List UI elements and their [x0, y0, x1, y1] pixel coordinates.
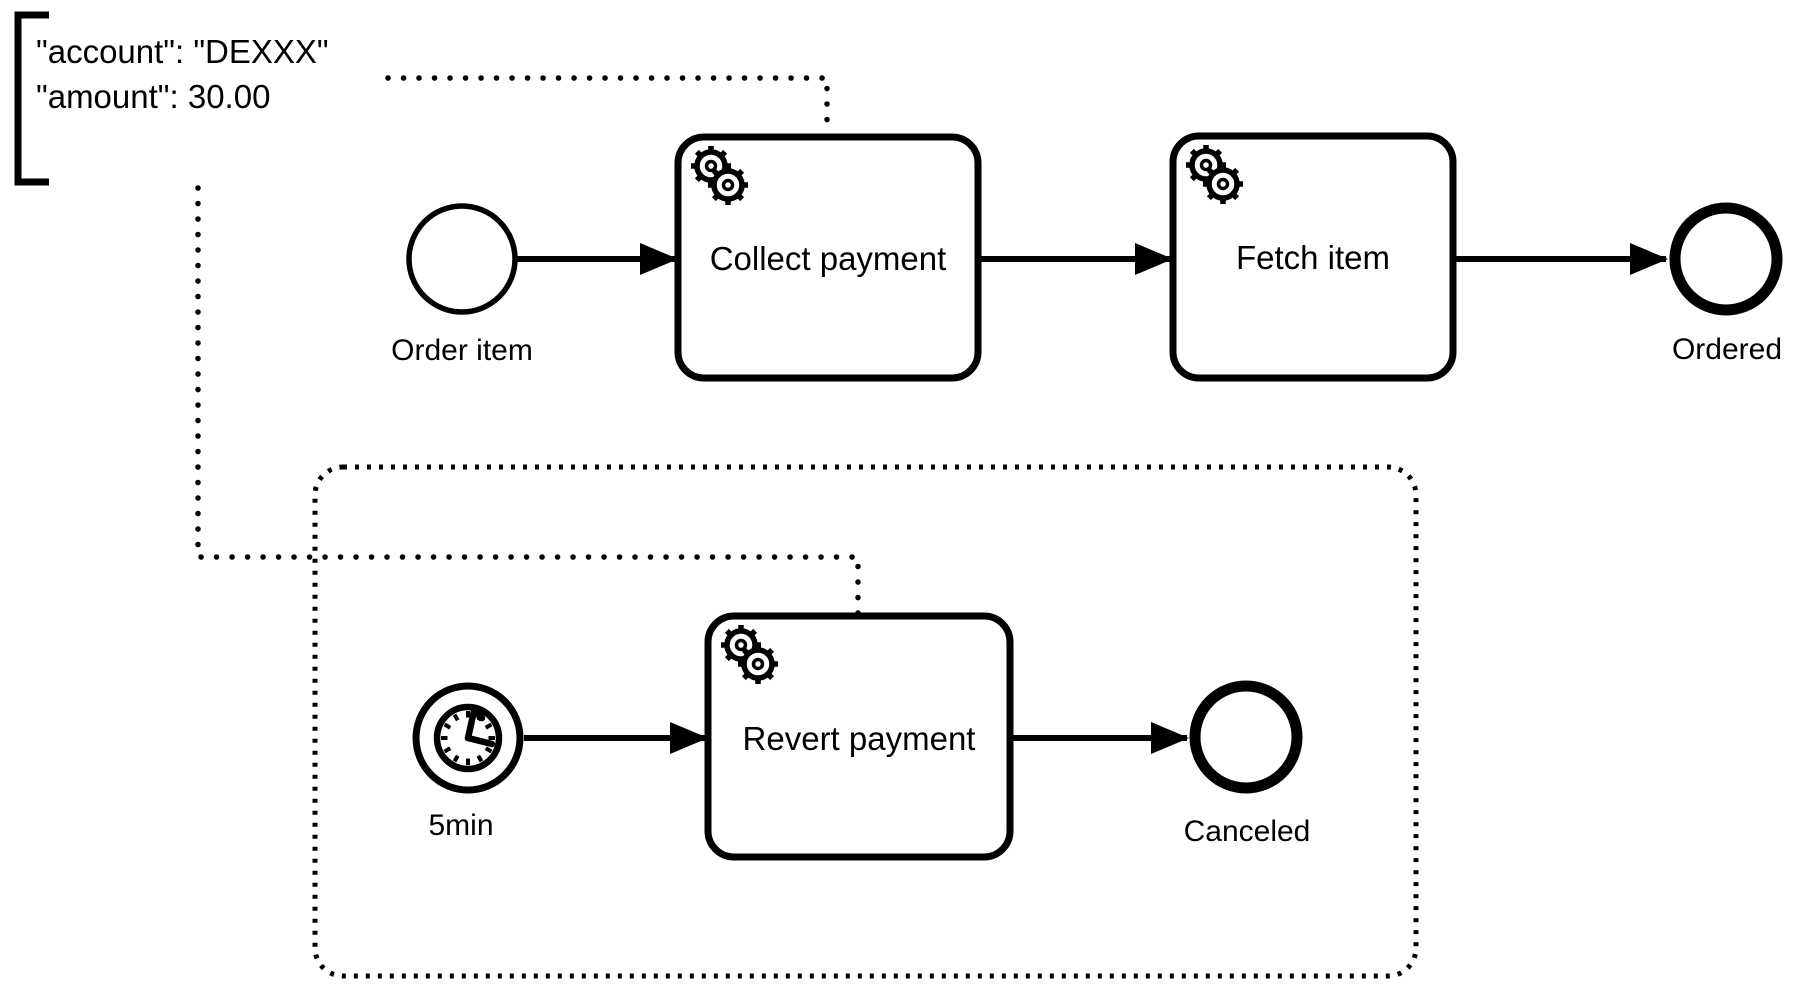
start-event-circle: [406, 203, 518, 315]
start-event-label: Order item: [391, 334, 533, 367]
end-event-label: Ordered: [1672, 333, 1782, 366]
task-box: [704, 612, 1014, 861]
end-event-circle: [1189, 680, 1303, 794]
annotation-line-1: "account": "DEXXX": [36, 33, 329, 70]
clock-icon: [433, 703, 503, 773]
task-box: [674, 133, 982, 382]
text-annotation[interactable]: "account": "DEXXX" "amount": 30.00: [14, 11, 329, 186]
timer-start-event-5min[interactable]: 5min: [412, 682, 524, 842]
timer-event-label: 5min: [428, 809, 493, 842]
task-label: Revert payment: [743, 720, 976, 757]
association-to-revert-payment[interactable]: [195, 185, 861, 616]
end-event-label: Canceled: [1184, 815, 1311, 848]
task-collect-payment[interactable]: Collect payment: [674, 133, 982, 382]
annotation-line-2: "amount": 30.00: [36, 78, 270, 115]
task-fetch-item[interactable]: Fetch item: [1169, 132, 1457, 382]
task-box: [1169, 132, 1457, 382]
annotation-bracket: [14, 11, 49, 186]
task-revert-payment[interactable]: Revert payment: [704, 612, 1014, 861]
start-event-order-item[interactable]: Order item: [391, 203, 533, 367]
task-label: Fetch item: [1236, 239, 1390, 276]
end-event-ordered[interactable]: Ordered: [1669, 202, 1783, 366]
association-to-collect-payment[interactable]: [385, 75, 830, 137]
task-label: Collect payment: [710, 240, 947, 277]
end-event-circle: [1669, 202, 1783, 316]
end-event-canceled[interactable]: Canceled: [1184, 680, 1311, 848]
